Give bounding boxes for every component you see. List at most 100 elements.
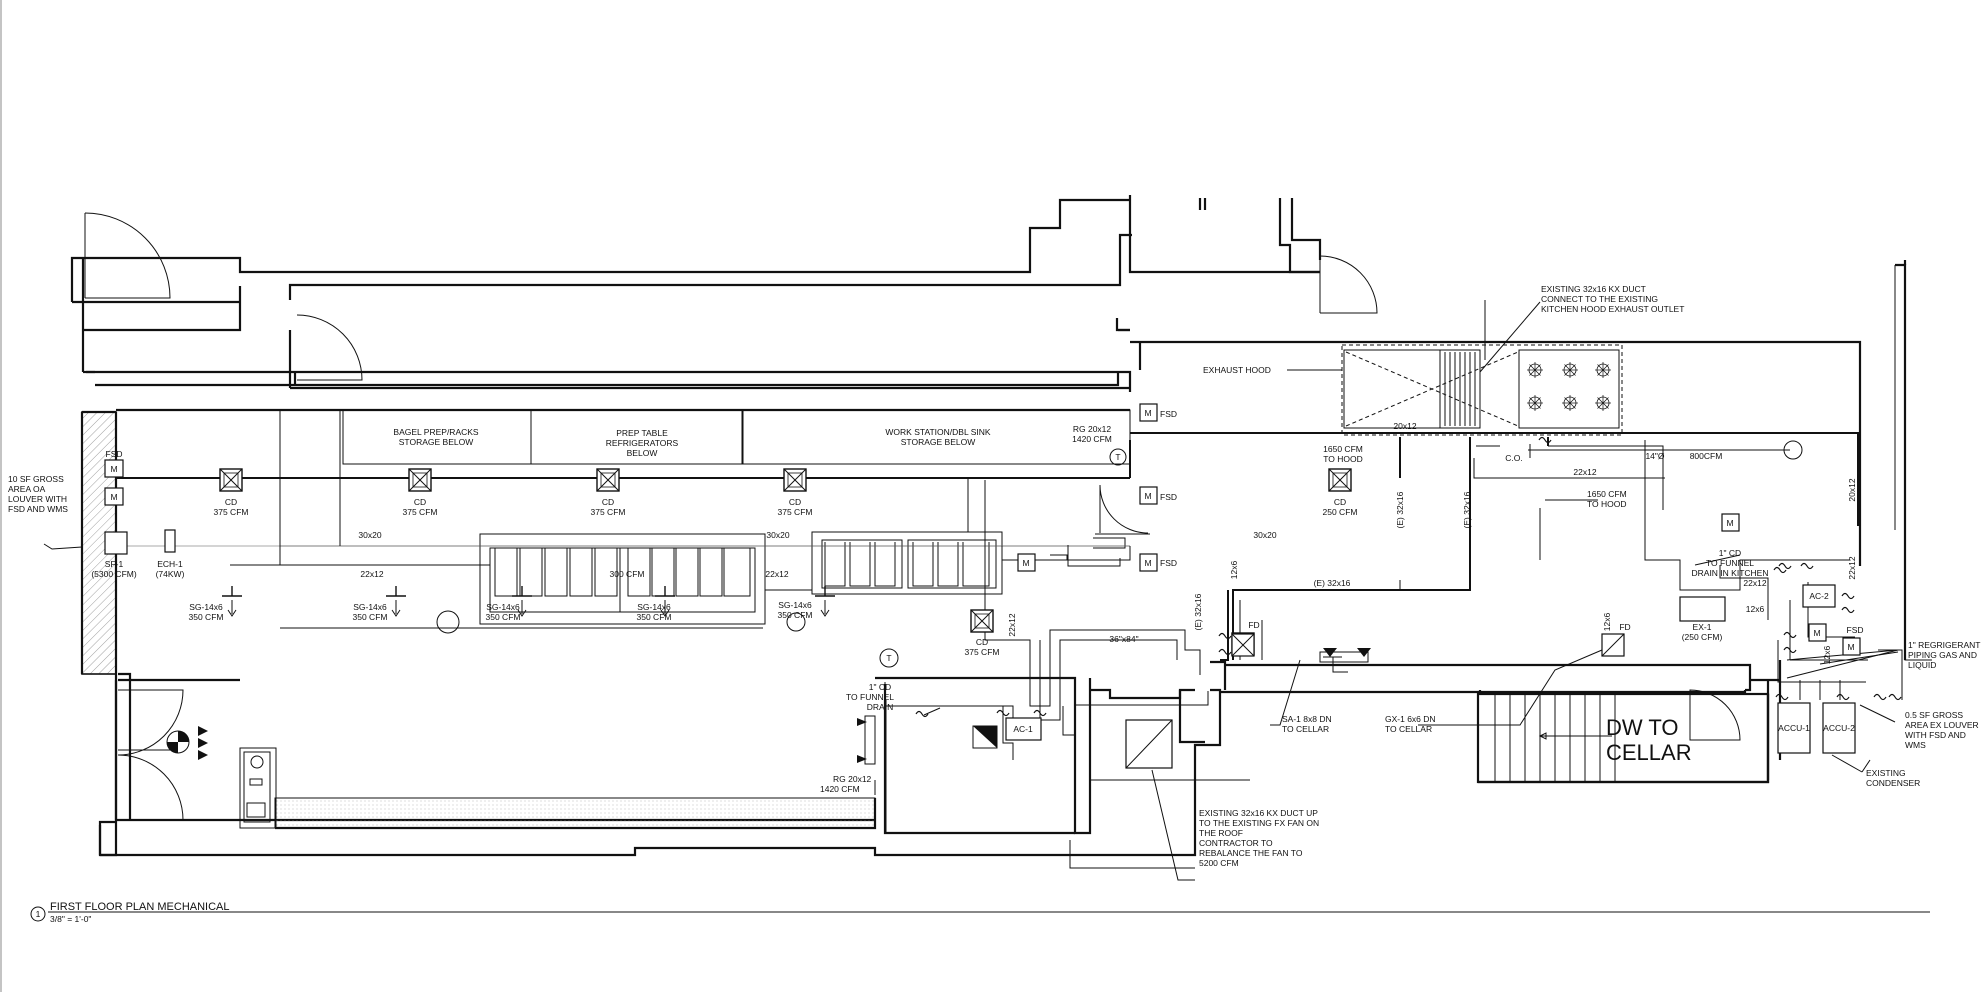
cd-label-5: CD bbox=[976, 637, 988, 647]
kx-up-note-5: REBALANCE THE FAN TO bbox=[1199, 848, 1303, 858]
kx-up-note-6: 5200 CFM bbox=[1199, 858, 1239, 868]
existing-kx-note-1: EXISTING 32x16 KX DUCT bbox=[1541, 284, 1646, 294]
door-size-label: 36"x84" bbox=[1109, 634, 1138, 644]
prep-label-2: REFRIGERATORS bbox=[606, 438, 679, 448]
louver-ex-note-4: WMS bbox=[1905, 740, 1926, 750]
cd-label-6: CD bbox=[1334, 497, 1346, 507]
sg-label-3: SG-14x6 bbox=[486, 602, 520, 612]
louver-ex-note-2: AREA EX LOUVER bbox=[1905, 720, 1979, 730]
dampers: M M M M M M M M M AC-1 AC-2 ACCU-1 ACCU-… bbox=[43, 301, 1932, 881]
duct-30x20-a: 30x20 bbox=[358, 530, 381, 540]
cd-label-3: CD bbox=[602, 497, 614, 507]
sg-cfm-2: 350 CFM bbox=[353, 612, 388, 622]
cd-cfm-2: 375 CFM bbox=[403, 507, 438, 517]
duct-30x20-c: 30x20 bbox=[1253, 530, 1276, 540]
rg-top-1: RG 20x12 bbox=[1073, 424, 1112, 434]
thermostat-label-bottom: T bbox=[886, 653, 891, 663]
work-label-2: STORAGE BELOW bbox=[901, 437, 975, 447]
duct-12x6-a: 12x6 bbox=[1229, 561, 1239, 580]
motor-label-9: M bbox=[1847, 642, 1854, 652]
fd-label-right: FD bbox=[1619, 622, 1630, 632]
ac2-label: AC-2 bbox=[1809, 591, 1829, 601]
prep-label-3: BELOW bbox=[627, 448, 658, 458]
cd-label-2: CD bbox=[414, 497, 426, 507]
cd-diffuser-3 bbox=[596, 468, 620, 492]
kx-up-note-2: TO THE EXISTING FX FAN ON bbox=[1199, 818, 1319, 828]
drawing-number: 1 bbox=[36, 909, 41, 919]
cd-diffuser-5 bbox=[970, 609, 994, 633]
sg-label-2: SG-14x6 bbox=[353, 602, 387, 612]
duct-22x12-f: 22x12 bbox=[1847, 556, 1857, 579]
hood-cfm-2a: TO HOOD bbox=[1323, 454, 1363, 464]
prep-label-1: PREP TABLE bbox=[616, 428, 668, 438]
bagel-label-2: STORAGE BELOW bbox=[399, 437, 473, 447]
gx1-note-1: GX-1 6x6 DN bbox=[1385, 714, 1436, 724]
motor-label-1: M bbox=[110, 464, 117, 474]
work-label-1: WORK STATION/DBL SINK bbox=[885, 427, 990, 437]
e-duct-horizontal: (E) 32x16 bbox=[1314, 578, 1351, 588]
co-label: C.O. bbox=[1505, 453, 1522, 463]
bagel-label-1: BAGEL PREP/RACKS bbox=[393, 427, 479, 437]
sg-label-5: SG-14x6 bbox=[778, 600, 812, 610]
rg-top-2: 1420 CFM bbox=[1072, 434, 1112, 444]
dia-14-label: 14"Ø bbox=[1645, 451, 1664, 461]
louver-oa-note-3: LOUVER WITH bbox=[8, 494, 67, 504]
motor-label-7: M bbox=[1726, 518, 1733, 528]
refrigerant-note-2: PIPING GAS AND bbox=[1908, 650, 1977, 660]
cd-diffuser-6 bbox=[1328, 468, 1352, 492]
refrigerant-note-3: LIQUID bbox=[1908, 660, 1936, 670]
counters bbox=[166, 409, 1371, 829]
cd-diffuser-2 bbox=[408, 468, 432, 492]
motor-label-3: M bbox=[1144, 408, 1151, 418]
fsd-label-1: FSD bbox=[1160, 409, 1177, 419]
cd-drain-kitchen-1: 1" CD bbox=[1719, 548, 1741, 558]
accu2-label: ACCU-2 bbox=[1823, 723, 1855, 733]
duct-22x12-b: 22x12 bbox=[765, 569, 788, 579]
e-duct-vertical-1: (E) 32x16 bbox=[1395, 491, 1405, 528]
fsd-label-left: FSD bbox=[106, 449, 123, 459]
drawing-scale: 3/8" = 1'-0" bbox=[50, 914, 91, 924]
ductwork bbox=[116, 300, 1903, 869]
sf1-name: SF-1 bbox=[105, 559, 124, 569]
door-swings bbox=[84, 212, 1741, 821]
drawing-title: FIRST FLOOR PLAN MECHANICAL bbox=[50, 901, 230, 913]
drawing-title-block: 1 FIRST FLOOR PLAN MECHANICAL 3/8" = 1'-… bbox=[30, 901, 1930, 924]
sa1-note-2: TO CELLAR bbox=[1282, 724, 1329, 734]
duct-30x20-b: 30x20 bbox=[766, 530, 789, 540]
sg-cfm-4: 350 CFM bbox=[637, 612, 672, 622]
duct-22x12-e: 22x12 bbox=[1007, 613, 1017, 636]
existing-kx-note-3: KITCHEN HOOD EXHAUST OUTLET bbox=[1541, 304, 1684, 314]
cd-cfm-3: 375 CFM bbox=[591, 507, 626, 517]
ex1-name: EX-1 bbox=[1693, 622, 1712, 632]
sg-cfm-5: 350 CFM bbox=[778, 610, 813, 620]
supply-grilles bbox=[221, 585, 836, 617]
louver-ex-note-3: WITH FSD AND bbox=[1905, 730, 1966, 740]
sg-cfm-1: 350 CFM bbox=[189, 612, 224, 622]
hood-cfm-1b: 1650 CFM bbox=[1587, 489, 1627, 499]
motor-label-6: M bbox=[1022, 558, 1029, 568]
motor-label-8: M bbox=[1813, 628, 1820, 638]
sg-label-1: SG-14x6 bbox=[189, 602, 223, 612]
motor-label-5: M bbox=[1144, 558, 1151, 568]
cd-drain-bottom-2: TO FUNNEL bbox=[846, 692, 894, 702]
gx1-note-2: TO CELLAR bbox=[1385, 724, 1432, 734]
cd-label-4: CD bbox=[789, 497, 801, 507]
kx-up-note-3: THE ROOF bbox=[1199, 828, 1243, 838]
rg-bottom-2: 1420 CFM bbox=[820, 784, 860, 794]
accu1-label: ACCU-1 bbox=[1778, 723, 1810, 733]
e-duct-vertical-2: (E) 32x16 bbox=[1462, 491, 1472, 528]
exhaust-hood-label: EXHAUST HOOD bbox=[1203, 365, 1271, 375]
annotations: 10 SF GROSS AREA OA LOUVER WITH FSD AND … bbox=[8, 284, 1980, 868]
motor-label-4: M bbox=[1144, 491, 1151, 501]
condenser-note-1: EXISTING bbox=[1866, 768, 1906, 778]
hood-cfm-1a: 1650 CFM bbox=[1323, 444, 1363, 454]
condenser-note-2: CONDENSER bbox=[1866, 778, 1920, 788]
cd-cfm-6: 250 CFM bbox=[1323, 507, 1358, 517]
cd-drain-bottom-1: 1" CD bbox=[869, 682, 891, 692]
dw-label-2: CELLAR bbox=[1606, 740, 1692, 765]
cd-cfm-4: 375 CFM bbox=[778, 507, 813, 517]
duct-12x6-c: 12x6 bbox=[1746, 604, 1765, 614]
exhaust-hood bbox=[1341, 344, 1623, 436]
hood-duct-size: 20x12 bbox=[1393, 421, 1416, 431]
